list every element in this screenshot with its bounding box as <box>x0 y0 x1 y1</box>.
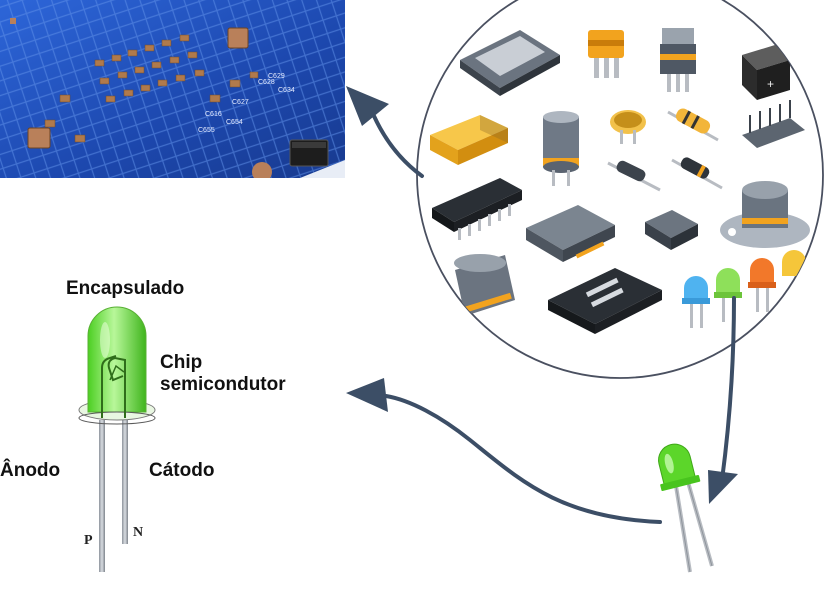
led-blue-icon <box>682 276 710 328</box>
green-led-small-icon <box>658 443 714 573</box>
pin-label-n: N <box>133 525 144 540</box>
arrow-led-to-diagram <box>346 378 662 524</box>
components-circle: + <box>416 0 824 379</box>
arrow-circle-to-board <box>346 86 424 178</box>
pin-label-p: P <box>84 533 93 548</box>
label-anodo: Ânodo <box>0 460 61 481</box>
trimmer-icon <box>610 110 646 144</box>
pcb-board-image: C628 C634 C627 C616 C654 C655 C629 <box>0 0 345 178</box>
silkscreen-label: C627 <box>232 99 249 106</box>
label-chip-semicondutor: Chip semicondutor <box>160 352 286 397</box>
silkscreen-label: C634 <box>278 87 295 94</box>
svg-text:+: + <box>767 77 774 91</box>
power-transistor-icon <box>720 181 810 248</box>
silkscreen-label: C628 <box>258 79 275 86</box>
qfp-chip-icon <box>460 30 560 96</box>
to220-icon <box>660 28 696 92</box>
dip-chip-icon <box>432 178 522 240</box>
inductor-icon <box>645 210 698 250</box>
led-anatomy-diagram <box>78 306 156 572</box>
silkscreen-label: C655 <box>198 127 215 134</box>
label-chip-line1: Chip <box>160 352 203 373</box>
label-encapsulado: Encapsulado <box>66 278 185 299</box>
silkscreen-label: C616 <box>205 111 222 118</box>
smd-ic-icon <box>526 205 615 262</box>
smd-capacitor-icon <box>430 115 508 165</box>
soic-chip-icon <box>548 268 662 334</box>
led-yellow-icon <box>782 250 806 276</box>
electrolytic-capacitor-icon <box>543 111 579 186</box>
diode-icon <box>607 157 723 192</box>
label-chip-line2: semicondutor <box>160 374 286 396</box>
capacitor-icon <box>454 254 515 316</box>
silkscreen-label: C629 <box>268 73 285 80</box>
label-catodo: Cátodo <box>149 460 215 481</box>
resistor-icon <box>667 108 719 142</box>
arrow-led-down <box>708 296 738 504</box>
led-orange-icon <box>748 258 776 312</box>
regulator-icon <box>588 30 624 78</box>
heatsink-icon <box>742 100 805 148</box>
silkscreen-label: C654 <box>226 119 243 126</box>
bridge-rectifier-icon: + <box>742 45 790 100</box>
